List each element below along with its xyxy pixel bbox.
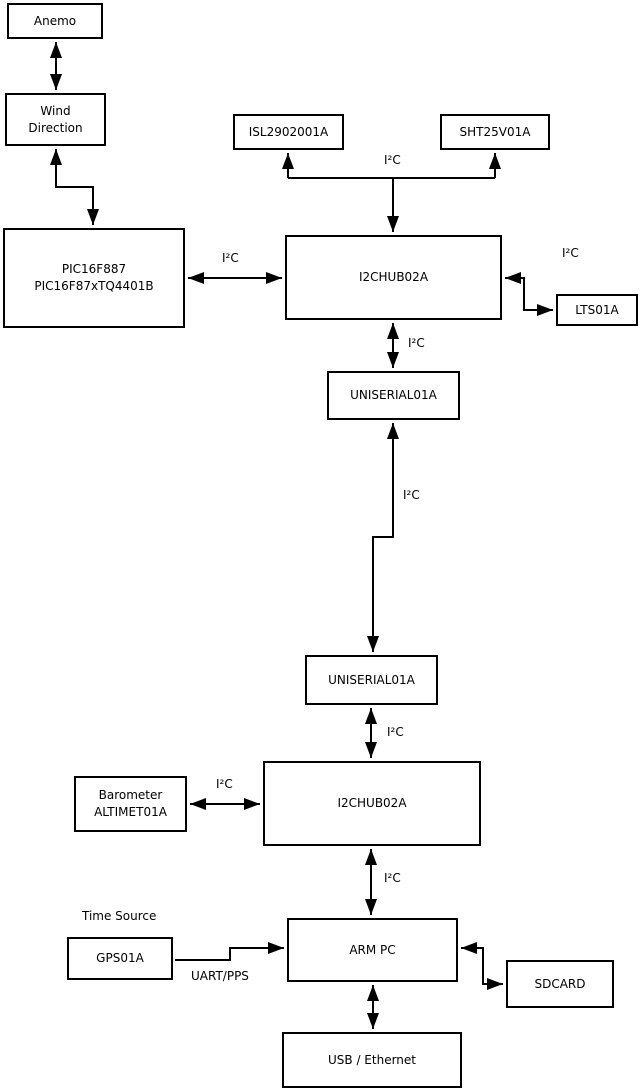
edge-uniserial1-uniserial2 <box>367 423 399 652</box>
label-uart-pps: UART/PPS <box>191 969 249 983</box>
label-i2c-uniserial-link: I²C <box>403 488 420 502</box>
edge-winddirection-pic <box>50 149 99 225</box>
node-usb-ethernet: USB / Ethernet <box>282 1032 462 1088</box>
node-uniserial01a-1: UNISERIAL01A <box>327 371 460 420</box>
node-gps01a: GPS01A <box>67 937 173 980</box>
node-wind-direction: Wind Direction <box>5 93 106 146</box>
edge-armpc-sdcard <box>461 942 503 990</box>
label-i2c-uniserial2-hub2: I²C <box>387 725 404 739</box>
node-barometer-altimet01a: Barometer ALTIMET01A <box>74 776 187 832</box>
node-i2chub02a-1: I2CHUB02A <box>285 235 502 320</box>
node-isl2902001a: ISL2902001A <box>233 114 344 150</box>
node-anemo: Anemo <box>7 3 103 39</box>
label-i2c-hub1-uniserial1: I²C <box>408 336 425 350</box>
node-sht25v01a: SHT25V01A <box>440 114 550 150</box>
node-lts01a: LTS01A <box>556 294 638 326</box>
edge-hub1-lts <box>505 272 553 316</box>
node-arm-pc: ARM PC <box>287 918 458 982</box>
label-i2c-bus-top: I²C <box>384 153 401 167</box>
node-sdcard: SDCARD <box>506 960 614 1008</box>
node-i2chub02a-2: I2CHUB02A <box>263 761 481 846</box>
edge-gps-armpc <box>175 942 284 961</box>
label-time-source: Time Source <box>82 909 157 923</box>
label-i2c-hub2-armpc: I²C <box>384 871 401 885</box>
node-uniserial01a-2: UNISERIAL01A <box>305 655 438 705</box>
label-i2c-pic-hub1: I²C <box>222 251 239 265</box>
node-pic16f887: PIC16F887 PIC16F87xTQ4401B <box>3 228 185 328</box>
label-i2c-hub1-lts: I²C <box>562 246 579 260</box>
label-i2c-barometer-hub2: I²C <box>216 777 233 791</box>
